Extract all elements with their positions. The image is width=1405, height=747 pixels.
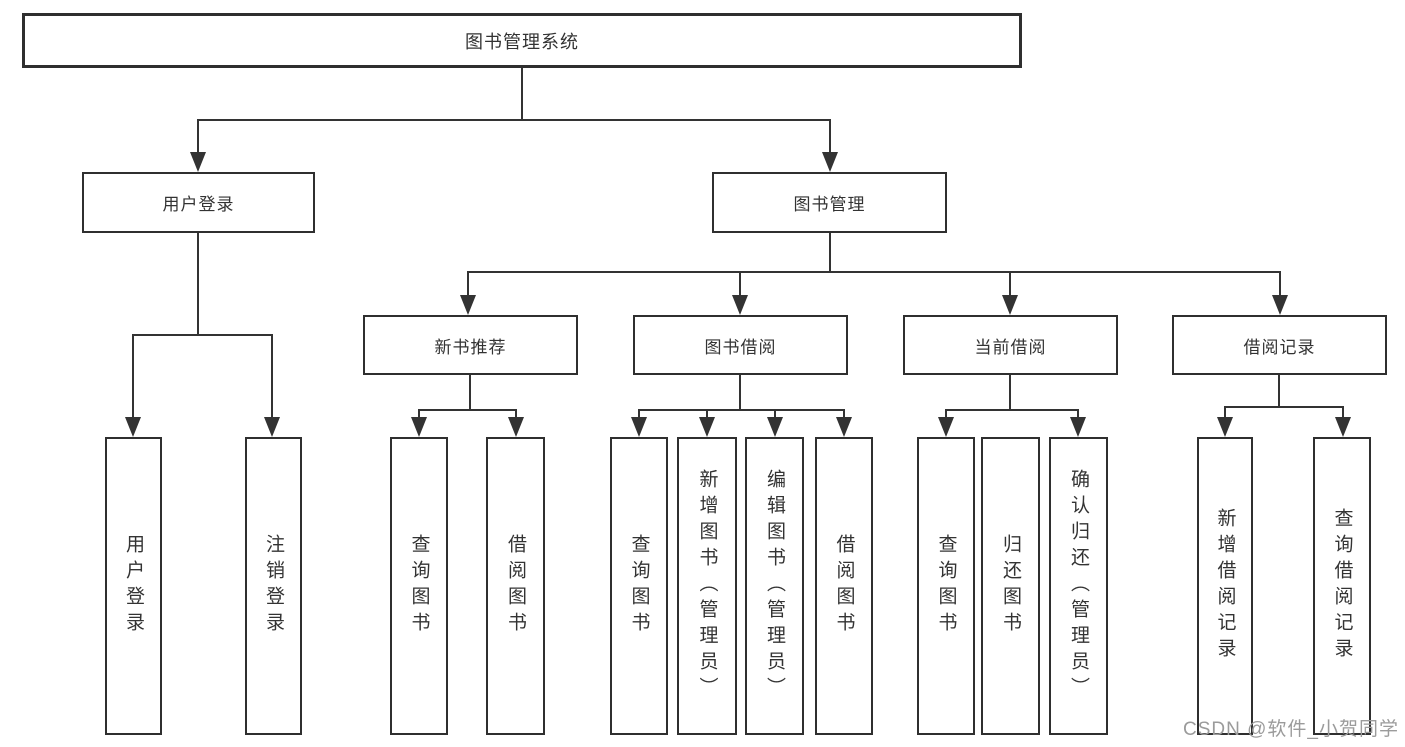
csdn-watermark: CSDN @软件_小贺同学 <box>1183 719 1399 740</box>
leaf-return-books: 归还图书 <box>981 437 1040 735</box>
leaf-confirm-return-admin: 确认归还（管理员） <box>1049 437 1108 735</box>
leaf-add-borrow-record: 新增借阅记录 <box>1197 437 1253 735</box>
leaf-logout: 注销登录 <box>245 437 302 735</box>
leaf-edit-books-admin: 编辑图书（管理员） <box>745 437 804 735</box>
leaf-query-books-current: 查询图书 <box>917 437 975 735</box>
leaf-add-books-admin: 新增图书（管理员） <box>677 437 737 735</box>
node-library-management-system: 图书管理系统 <box>22 13 1022 68</box>
leaf-borrow-books-borrowing: 借阅图书 <box>815 437 873 735</box>
leaf-query-borrow-record: 查询借阅记录 <box>1313 437 1371 735</box>
leaf-borrow-books-recommend: 借阅图书 <box>486 437 545 735</box>
leaf-user-login: 用户登录 <box>105 437 162 735</box>
node-current-borrowing: 当前借阅 <box>903 315 1118 375</box>
node-borrowing-records: 借阅记录 <box>1172 315 1387 375</box>
node-user-login: 用户登录 <box>82 172 315 233</box>
leaf-query-books-recommend: 查询图书 <box>390 437 448 735</box>
node-new-book-recommendation: 新书推荐 <box>363 315 578 375</box>
arrowhead-icons <box>125 152 1351 437</box>
node-book-management: 图书管理 <box>712 172 947 233</box>
node-book-borrowing: 图书借阅 <box>633 315 848 375</box>
leaf-query-books-borrowing: 查询图书 <box>610 437 668 735</box>
